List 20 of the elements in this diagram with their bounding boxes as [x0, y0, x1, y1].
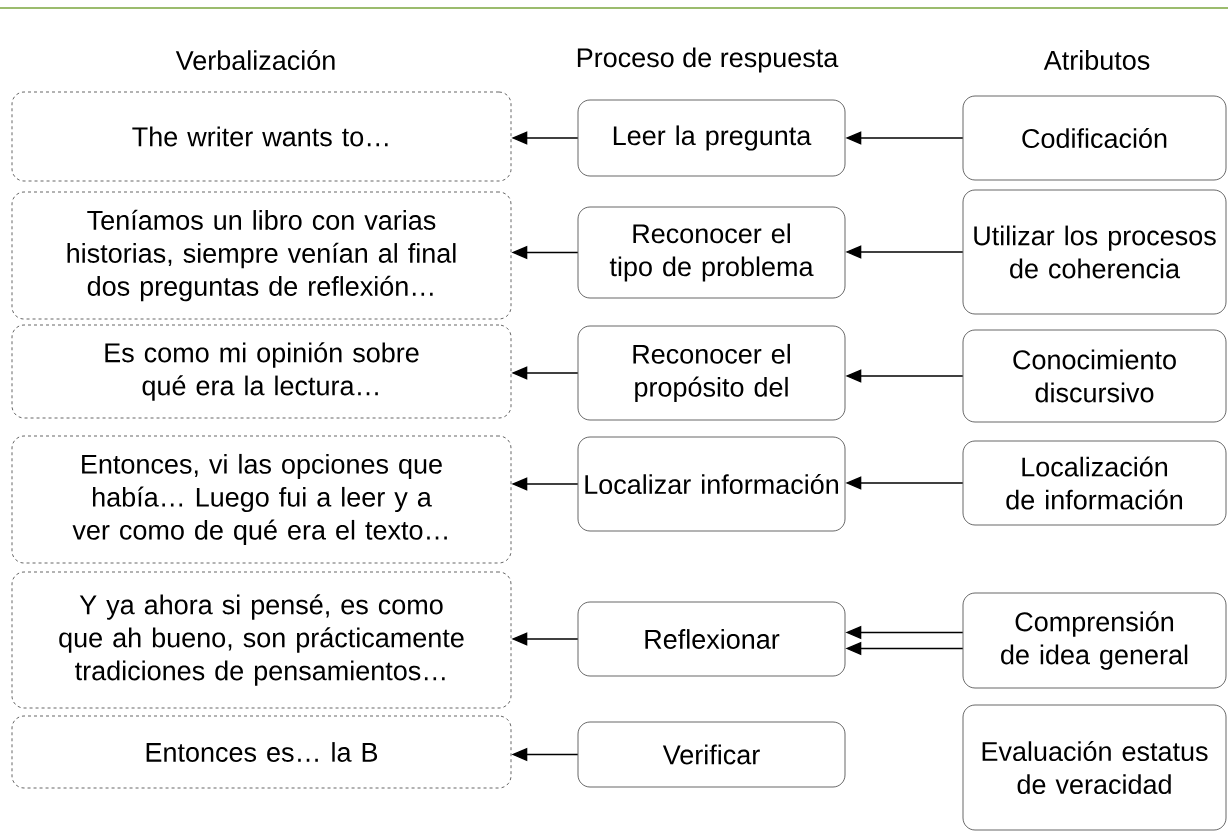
- process-box: Localizar información: [577, 436, 846, 532]
- attribute-box: Evaluación estatus de veracidad: [962, 704, 1227, 831]
- quote-box: Teníamos un libro con varias historias, siempre venían al final dos preguntas de reflexión…: [11, 191, 512, 320]
- process-box: Reflexionar: [577, 601, 846, 677]
- attribute-box: Utilizar los procesos de coherencia: [962, 189, 1227, 315]
- attribute-box: Localización de información: [962, 440, 1227, 526]
- attribute-box: Comprensión de idea general: [962, 592, 1227, 689]
- process-box: Reconocer el propósito del: [577, 325, 846, 421]
- quote-box: Entonces es… la B: [11, 715, 512, 789]
- attribute-box: Codificación: [962, 95, 1227, 181]
- quote-box: Entonces, vi las opciones que había… Luego fui a leer y a ver como de qué era el texto…: [11, 435, 512, 564]
- column-heading: Proceso de respuesta: [577, 47, 839, 73]
- process-box: Verificar: [577, 721, 846, 788]
- quote-box: The writer wants to…: [11, 91, 512, 182]
- quote-box: Es como mi opinión sobre qué era la lectura…: [11, 324, 512, 419]
- quote-box: Y ya ahora si pensé, es como que ah bueno, son prácticamente tradiciones de pensamientos…: [11, 571, 512, 709]
- attribute-box: Conocimiento discursivo: [962, 329, 1227, 423]
- process-box: Reconocer el tipo de problema: [577, 206, 846, 299]
- column-heading: Atributos: [1043, 50, 1150, 70]
- process-box: Leer la pregunta: [577, 99, 846, 177]
